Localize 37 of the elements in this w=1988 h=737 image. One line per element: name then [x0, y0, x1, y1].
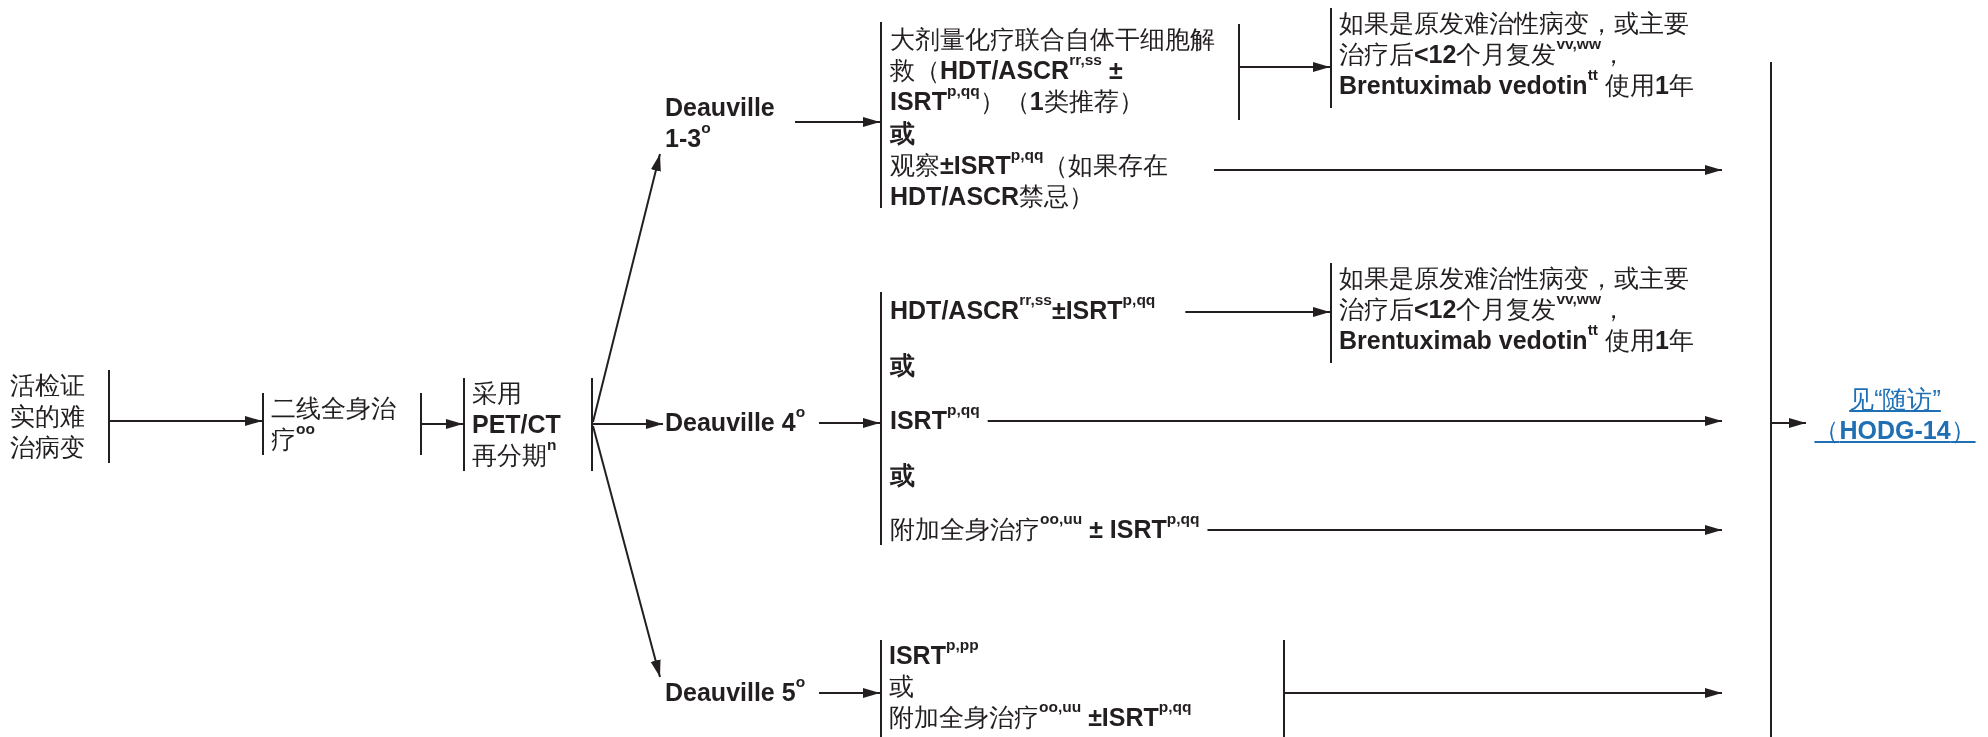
- branch-label: Deauville 4$^{o}$: [665, 407, 815, 438]
- option-text: 附加全身治疗$^{oo,uu}$ ± ISRT$^{p,qq}$: [890, 514, 1200, 545]
- arrow: [592, 418, 664, 430]
- or-text: 或: [890, 350, 915, 381]
- branch-label: Deauville 1-3$^{o}$: [665, 92, 793, 154]
- arrow: [1239, 61, 1331, 73]
- branch-label: Deauville 5$^{o}$: [665, 677, 815, 708]
- arrow: [1206, 524, 1723, 536]
- arrow: [818, 687, 881, 699]
- arrow: [109, 415, 263, 427]
- option-text: 观察±ISRT$^{p,qq}$（如果存在HDT/ASCR禁忌）: [890, 150, 1202, 212]
- arrow: [421, 418, 464, 430]
- option-text: HDT/ASCR$^{rr,ss}$±ISRT$^{p,qq}$: [890, 295, 1156, 326]
- option-text: 附加全身治疗$^{oo,uu}$ ±ISRT$^{p,qq}$: [889, 702, 1192, 733]
- arrow: [1184, 306, 1331, 318]
- or-text: 或: [890, 118, 915, 149]
- arrow: [592, 425, 661, 678]
- arrow: [818, 417, 881, 429]
- option-text: ISRT$^{p,pp}$: [889, 640, 979, 671]
- option-text: ISRT$^{p,qq}$: [890, 405, 980, 436]
- bracketed-text: 活检证实的难治病变: [10, 370, 110, 463]
- bracketed-text: 如果是原发难治性病变，或主要治疗后<12个月复发$^{vv,ww}$，Brentuximab vedotin$^{tt}$ 使用1年: [1330, 263, 1700, 363]
- arrow: [1213, 164, 1723, 176]
- or-text: 或: [890, 460, 915, 491]
- arrow: [1771, 417, 1807, 429]
- arrow: [592, 153, 661, 423]
- bracketed-text: 采用PET/CT再分期$^{n}$: [463, 378, 593, 471]
- follow-up-link: 见“随访”（HODG-14）: [1806, 384, 1984, 446]
- or-text: 或: [889, 671, 914, 702]
- arrow: [1284, 687, 1723, 699]
- bracketed-text: 如果是原发难治性病变，或主要治疗后<12个月复发$^{vv,ww}$，Brentuximab vedotin$^{tt}$ 使用1年: [1330, 8, 1700, 108]
- option-text: 大剂量化疗联合自体干细胞解救（HDT/ASCR$^{rr,ss}$ ± ISRT$^{p,qq}$）（1类推荐）: [890, 24, 1240, 120]
- arrow: [794, 116, 881, 128]
- bracketed-text: 二线全身治疗$^{oo}$: [262, 393, 422, 455]
- option-bracket: [880, 22, 1242, 208]
- arrow: [986, 415, 1723, 427]
- option-bracket: [880, 640, 1285, 737]
